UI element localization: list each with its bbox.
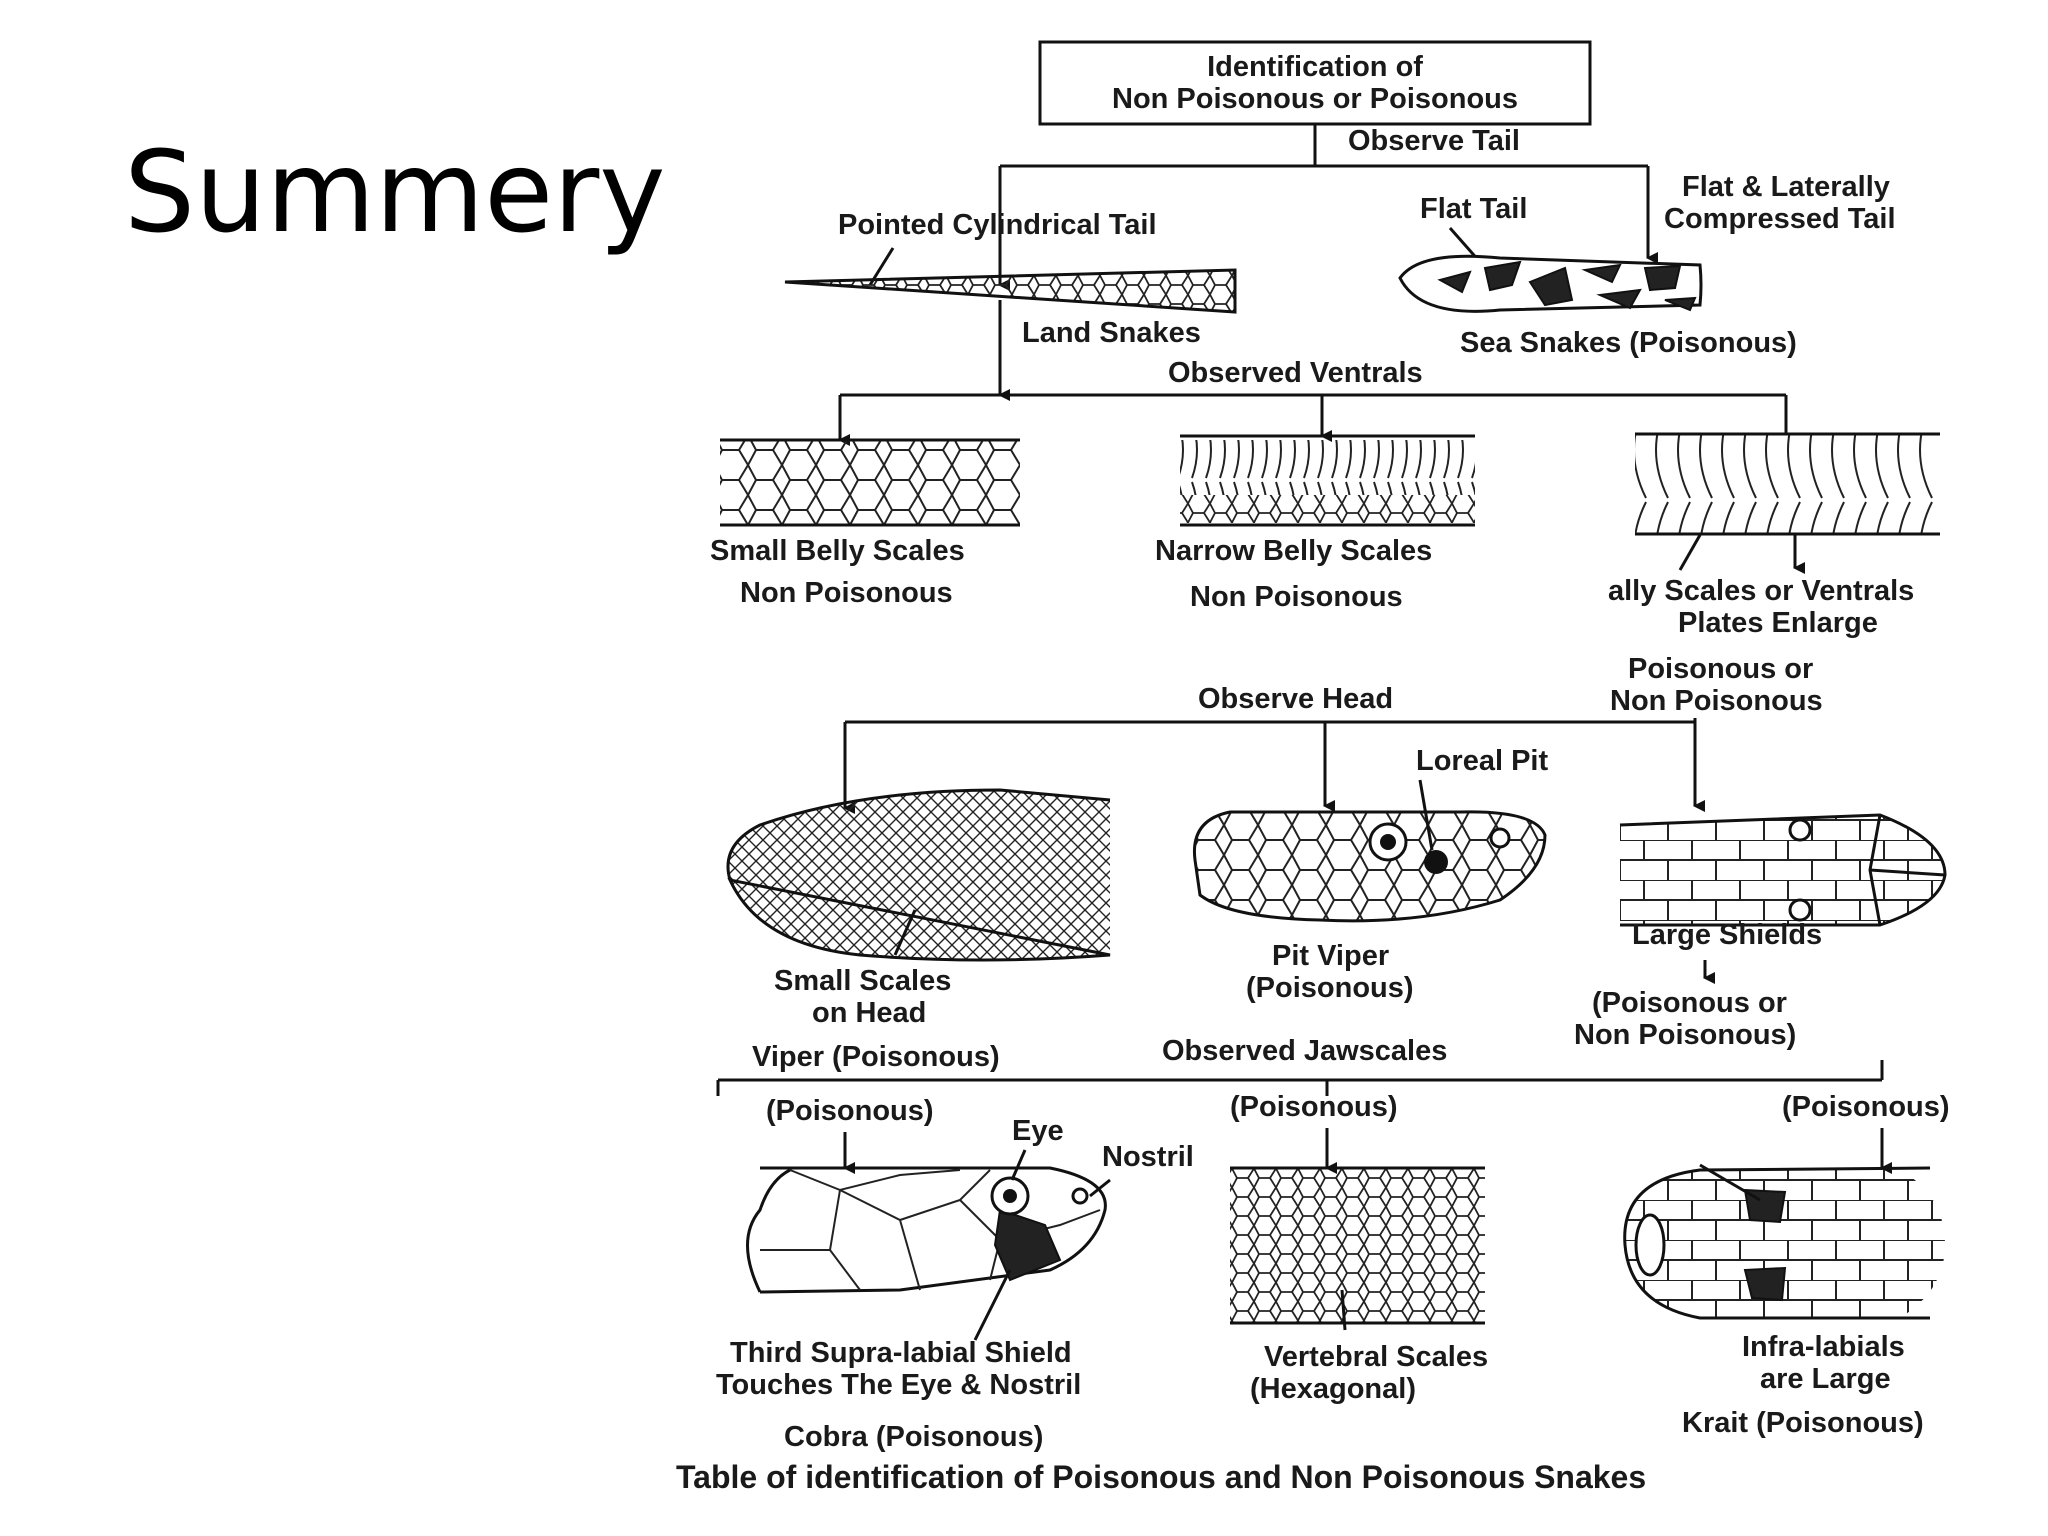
loreal-pit-label: Loreal Pit xyxy=(1416,745,1548,777)
observe-tail-label: Observe Tail xyxy=(1348,125,1520,157)
large-shields-result-line1: (Poisonous or xyxy=(1592,987,1787,1019)
krait-label: Krait (Poisonous) xyxy=(1682,1407,1924,1439)
vertebral-scales-illustration xyxy=(1230,1166,1485,1331)
hexagonal-label: (Hexagonal) xyxy=(1250,1373,1416,1405)
infra-labials-line2: are Large xyxy=(1760,1363,1891,1395)
sea-snakes-label: Sea Snakes (Poisonous) xyxy=(1460,327,1797,359)
cobra-poisonous-tag: (Poisonous) xyxy=(766,1095,934,1127)
flat-tail-illustration xyxy=(1398,254,1703,313)
enlarged-ventrals-illustration xyxy=(1635,432,1940,574)
narrow-belly-result: Non Poisonous xyxy=(1190,581,1403,613)
large-shields-result-line2: Non Poisonous) xyxy=(1574,1019,1796,1051)
small-scales-head-line1: Small Scales xyxy=(774,965,951,997)
root-label-line1: Identification of xyxy=(1207,51,1423,83)
viper-label: Viper (Poisonous) xyxy=(752,1041,1000,1073)
pit-viper-label-line1: Pit Viper xyxy=(1272,940,1389,972)
head-connectors xyxy=(843,718,1705,814)
cobra-head-illustration xyxy=(746,1149,1111,1341)
narrow-belly-scales-illustration xyxy=(1180,434,1475,527)
flat-lateral-label-line1: Flat & Laterally xyxy=(1682,171,1890,203)
eye-label: Eye xyxy=(1012,1115,1064,1147)
nostril-label: Nostril xyxy=(1102,1141,1194,1173)
third-supra-line2: Touches The Eye & Nostril xyxy=(716,1369,1081,1401)
ventrals-connectors xyxy=(838,393,1788,446)
land-snakes-label: Land Snakes xyxy=(1022,317,1201,349)
tail-connectors xyxy=(868,124,1658,401)
flat-lateral-label-line2: Compressed Tail xyxy=(1664,203,1896,235)
infra-labials-line1: Infra-labials xyxy=(1742,1331,1905,1363)
poisonous-or-non-line1: Poisonous or xyxy=(1628,653,1813,685)
observe-head-label: Observe Head xyxy=(1198,683,1393,715)
vertebral-label: Vertebral Scales xyxy=(1264,1341,1488,1373)
pit-viper-label-line2: (Poisonous) xyxy=(1246,972,1414,1004)
cobra-label: Cobra (Poisonous) xyxy=(784,1421,1043,1453)
small-belly-label: Small Belly Scales xyxy=(710,535,965,567)
pit-viper-head-illustration xyxy=(1192,779,1547,923)
large-shields-head-illustration xyxy=(1619,813,1947,927)
flat-tail-label: Flat Tail xyxy=(1420,193,1527,225)
slide-title: Summery xyxy=(124,128,666,258)
pointed-tail-label: Pointed Cylindrical Tail xyxy=(838,209,1157,241)
small-belly-result: Non Poisonous xyxy=(740,577,953,609)
krait-poisonous-tag: (Poisonous) xyxy=(1782,1091,1950,1123)
poisonous-or-non-line2: Non Poisonous xyxy=(1610,685,1823,717)
viper-head-illustration xyxy=(726,788,1111,962)
root-node: Identification of Non Poisonous or Poiso… xyxy=(1038,40,1592,126)
hexagonal-poisonous-tag: (Poisonous) xyxy=(1230,1091,1398,1123)
diagram-caption: Table of identification of Poisonous and… xyxy=(676,1459,1646,1495)
pointed-tail-illustration xyxy=(784,268,1237,314)
enlarged-ventrals-label-line2: Plates Enlarge xyxy=(1678,607,1878,639)
small-belly-scales-illustration xyxy=(720,438,1020,527)
observed-jawscales-label: Observed Jawscales xyxy=(1162,1035,1447,1067)
jawscales-connectors xyxy=(716,1060,1892,1174)
krait-head-illustration xyxy=(1623,1163,1945,1320)
large-shields-label: Large Shields xyxy=(1632,919,1822,951)
third-supra-line1: Third Supra-labial Shield xyxy=(730,1337,1072,1369)
small-scales-head-line2: on Head xyxy=(812,997,926,1029)
root-label-line2: Non Poisonous or Poisonous xyxy=(1112,83,1518,115)
observed-ventrals-label: Observed Ventrals xyxy=(1168,357,1423,389)
narrow-belly-label: Narrow Belly Scales xyxy=(1155,535,1432,567)
enlarged-ventrals-label-line1: ally Scales or Ventrals xyxy=(1608,575,1914,607)
